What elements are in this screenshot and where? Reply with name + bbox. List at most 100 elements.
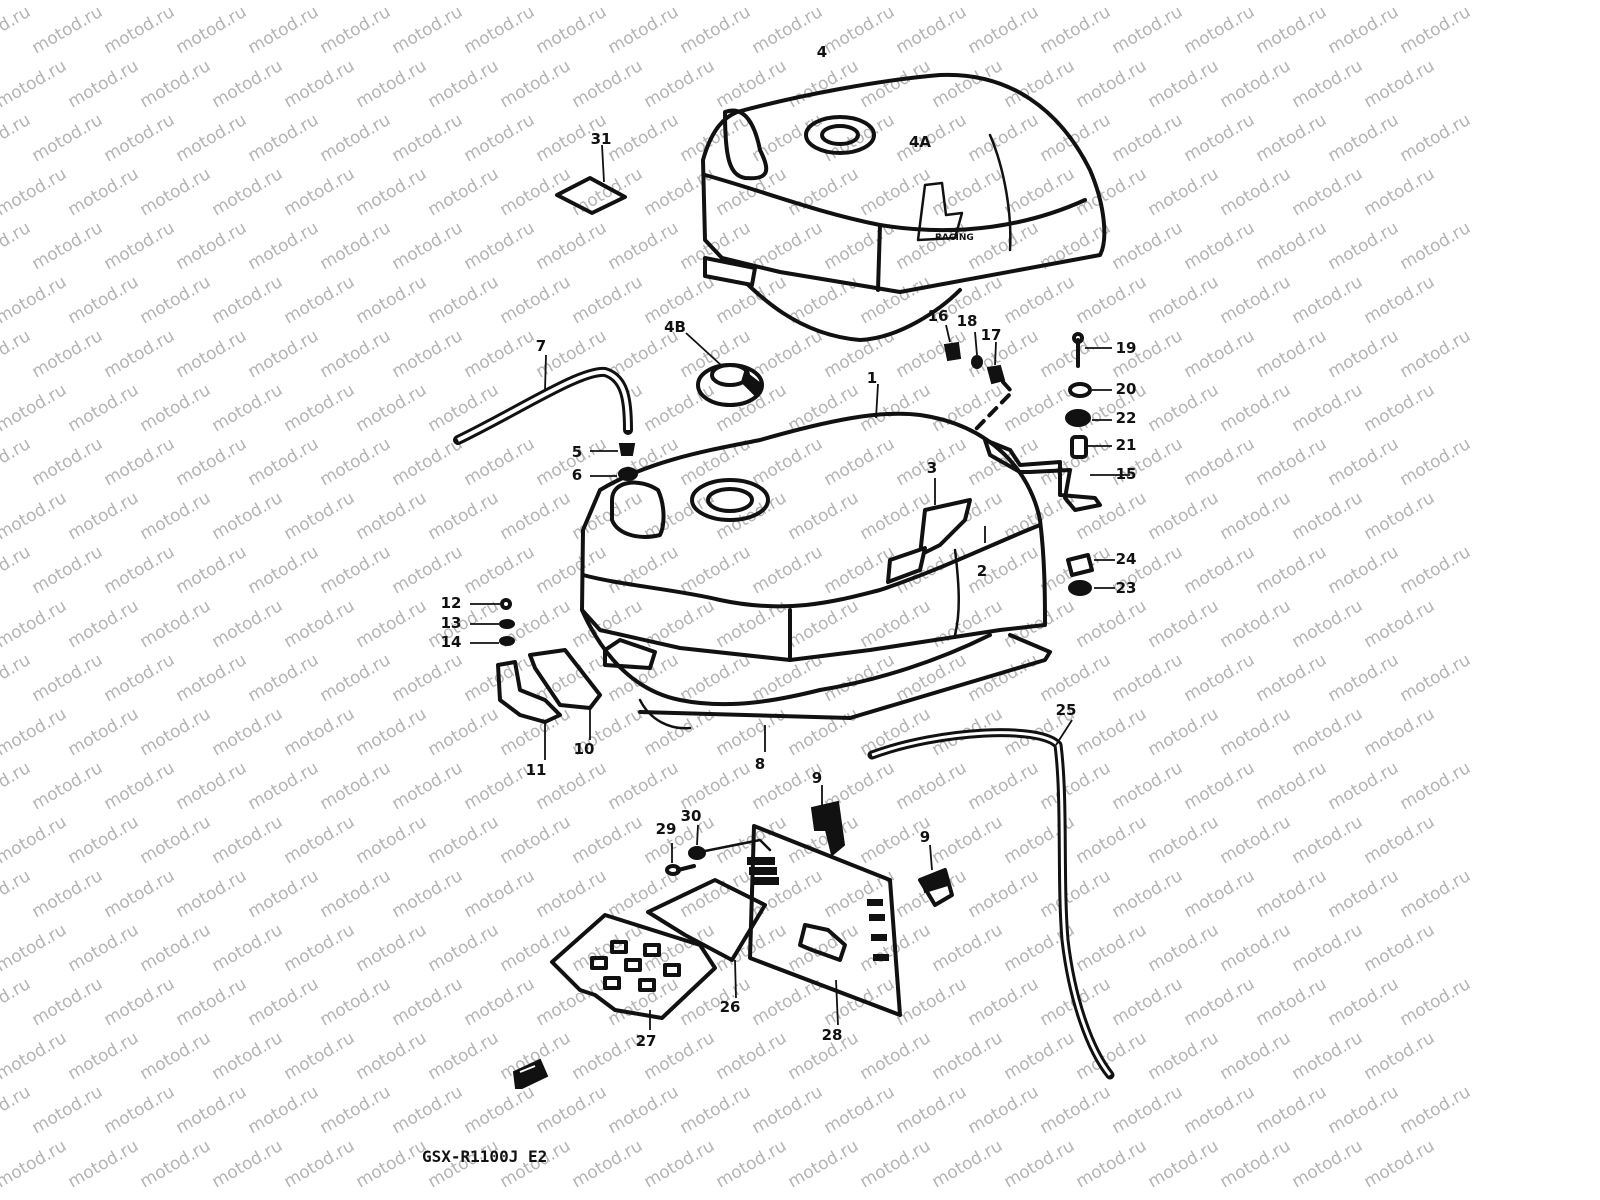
watermark-text: motod.ru (1181, 974, 1259, 1030)
callout-3: 3 (927, 459, 937, 477)
washer-part-23 (1068, 580, 1115, 596)
watermark-text: motod.ru (425, 488, 503, 544)
watermark-text: motod.ru (1109, 758, 1187, 814)
watermark-text: motod.ru (1145, 164, 1223, 220)
watermark-text: motod.ru (749, 110, 827, 166)
watermark-text: motod.ru (1325, 542, 1403, 598)
watermark-text: motod.ru (1289, 488, 1367, 544)
watermark-text: motod.ru (605, 758, 683, 814)
watermark-text: motod.ru (0, 110, 34, 166)
watermark-text: motod.ru (1253, 326, 1331, 382)
watermark-text: motod.ru (533, 542, 611, 598)
callout-15: 15 (1116, 465, 1137, 483)
watermark-text: motod.ru (605, 974, 683, 1030)
watermark-text: motod.ru (677, 650, 755, 706)
watermark-text: motod.ru (425, 920, 503, 976)
watermark-text: motod.ru (101, 1082, 179, 1138)
callout-14: 14 (441, 633, 462, 651)
watermark-text: motod.ru (1397, 1082, 1475, 1138)
watermark-text: motod.ru (245, 434, 323, 490)
watermark-text: motod.ru (1109, 2, 1187, 58)
watermark-text: motod.ru (1073, 0, 1151, 4)
watermark-text: motod.ru (1073, 596, 1151, 652)
watermark-text: motod.ru (173, 542, 251, 598)
watermark-text: motod.ru (245, 326, 323, 382)
watermark-text: motod.ru (245, 542, 323, 598)
watermark-text: motod.ru (1001, 272, 1079, 328)
callout-26: 26 (720, 998, 741, 1016)
watermark-text: motod.ru (101, 110, 179, 166)
watermark-text: motod.ru (389, 2, 467, 58)
watermark-text: motod.ru (713, 0, 791, 4)
watermark-text: motod.ru (785, 56, 863, 112)
watermark-text: motod.ru (605, 110, 683, 166)
watermark-text: motod.ru (425, 704, 503, 760)
watermark-text: motod.ru (0, 56, 70, 112)
watermark-text: motod.ru (641, 812, 719, 868)
watermark-text: motod.ru (1361, 596, 1439, 652)
watermark-text: motod.ru (1145, 488, 1223, 544)
callout-8: 8 (755, 755, 765, 773)
watermark-text: motod.ru (569, 812, 647, 868)
watermark-text: motod.ru (929, 164, 1007, 220)
watermark-text: motod.ru (389, 326, 467, 382)
watermark-text: motod.ru (317, 542, 395, 598)
watermark-text: motod.ru (533, 2, 611, 58)
watermark-text: motod.ru (1037, 866, 1115, 922)
watermark-text: motod.ru (1037, 110, 1115, 166)
watermark-text: motod.ru (1397, 218, 1475, 274)
watermark-text: motod.ru (137, 812, 215, 868)
watermark-text: motod.ru (1217, 164, 1295, 220)
watermark-text: motod.ru (0, 866, 34, 922)
watermark-text: motod.ru (497, 272, 575, 328)
watermark-text: motod.ru (317, 326, 395, 382)
watermark-text: motod.ru (1181, 434, 1259, 490)
watermark-text: motod.ru (0, 596, 70, 652)
hose-part-7 (453, 354, 633, 445)
watermark-text: motod.ru (461, 542, 539, 598)
watermark-text: motod.ru (821, 1082, 899, 1138)
watermark-text: motod.ru (173, 110, 251, 166)
bolt-part-12 (470, 598, 512, 610)
bolt-part-16 (943, 324, 962, 362)
callout-5: 5 (572, 443, 582, 461)
watermark-text: motod.ru (1325, 1082, 1403, 1138)
watermark-text: motod.ru (1289, 920, 1367, 976)
watermark-text: motod.ru (173, 974, 251, 1030)
watermark-text: motod.ru (353, 272, 431, 328)
watermark-text: motod.ru (1397, 2, 1475, 58)
watermark-text: motod.ru (317, 758, 395, 814)
fitting-part-5 (590, 443, 636, 456)
watermark-text: motod.ru (65, 56, 143, 112)
watermark-text: motod.ru (65, 596, 143, 652)
watermark-text: motod.ru (389, 650, 467, 706)
watermark-text: motod.ru (209, 812, 287, 868)
watermark-text: motod.ru (569, 56, 647, 112)
front-arrow-icon (512, 1058, 549, 1089)
bracket-part-11 (496, 660, 562, 760)
watermark-text: motod.ru (857, 380, 935, 436)
watermark-text: motod.ru (1253, 866, 1331, 922)
watermark-text: motod.ru (893, 2, 971, 58)
watermark-text: motod.ru (461, 1082, 539, 1138)
watermark-text: motod.ru (209, 488, 287, 544)
watermark-text: motod.ru (1217, 596, 1295, 652)
watermark-text: motod.ru (965, 1082, 1043, 1138)
watermark-text: motod.ru (0, 326, 34, 382)
watermark-text: motod.ru (317, 110, 395, 166)
callout-29: 29 (656, 820, 677, 838)
watermark-text: motod.ru (605, 2, 683, 58)
watermark-text: motod.ru (389, 974, 467, 1030)
watermark-text: motod.ru (137, 272, 215, 328)
watermark-text: motod.ru (1073, 272, 1151, 328)
watermark-text: motod.ru (533, 866, 611, 922)
watermark-text: motod.ru (461, 974, 539, 1030)
watermark-text: motod.ru (1217, 488, 1295, 544)
watermark-text: motod.ru (1289, 272, 1367, 328)
watermark-text: motod.ru (1361, 272, 1439, 328)
watermark-text: motod.ru (1253, 110, 1331, 166)
watermark-text: motod.ru (569, 1028, 647, 1084)
watermark-text: motod.ru (1289, 596, 1367, 652)
